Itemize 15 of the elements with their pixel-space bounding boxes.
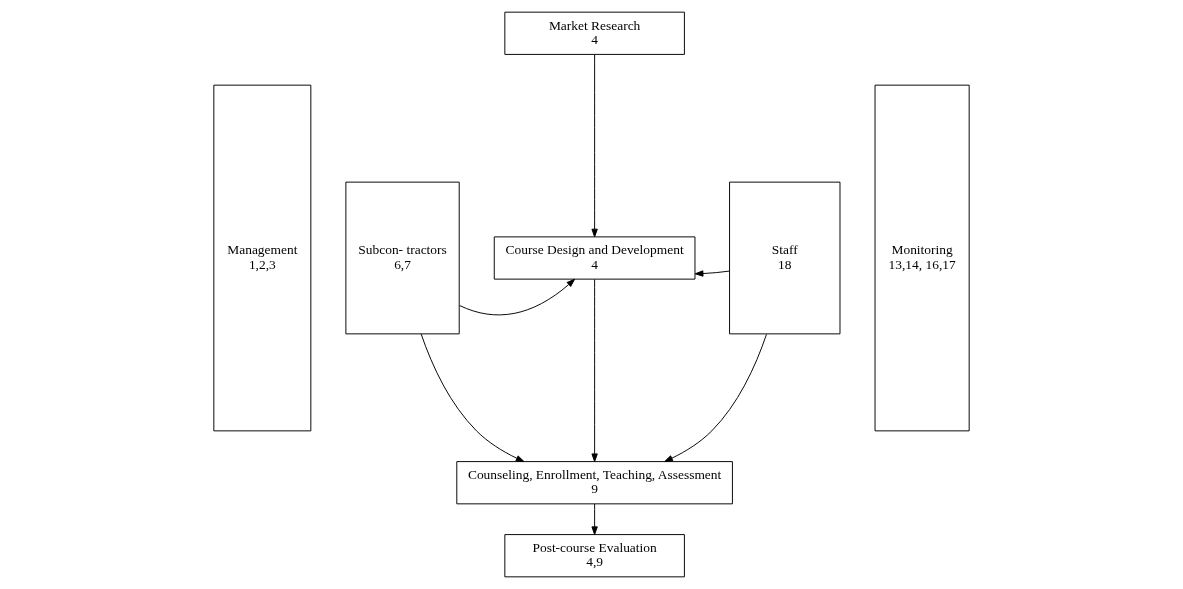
arrow [591, 279, 598, 463]
node-box: Staff 18 [729, 181, 841, 335]
node-box: Course Design and Development 4 [493, 236, 696, 280]
node-box: Monitoring 13,14, 16,17 [874, 84, 970, 432]
node-box: Post-course Evaluation 4,9 [504, 534, 685, 578]
arrow [459, 278, 576, 316]
node-box: Market Research 4 [504, 11, 685, 55]
arrow [591, 503, 598, 535]
arrow [694, 270, 730, 277]
arrow [664, 333, 767, 462]
arrow [591, 54, 598, 238]
node-box: Management 1,2,3 [213, 84, 312, 432]
node-box: Counseling, Enrollment, Teaching, Assessment 9 [456, 461, 733, 505]
arrow [420, 333, 525, 463]
node-box: Subcon- tractors 6,7 [345, 181, 460, 335]
